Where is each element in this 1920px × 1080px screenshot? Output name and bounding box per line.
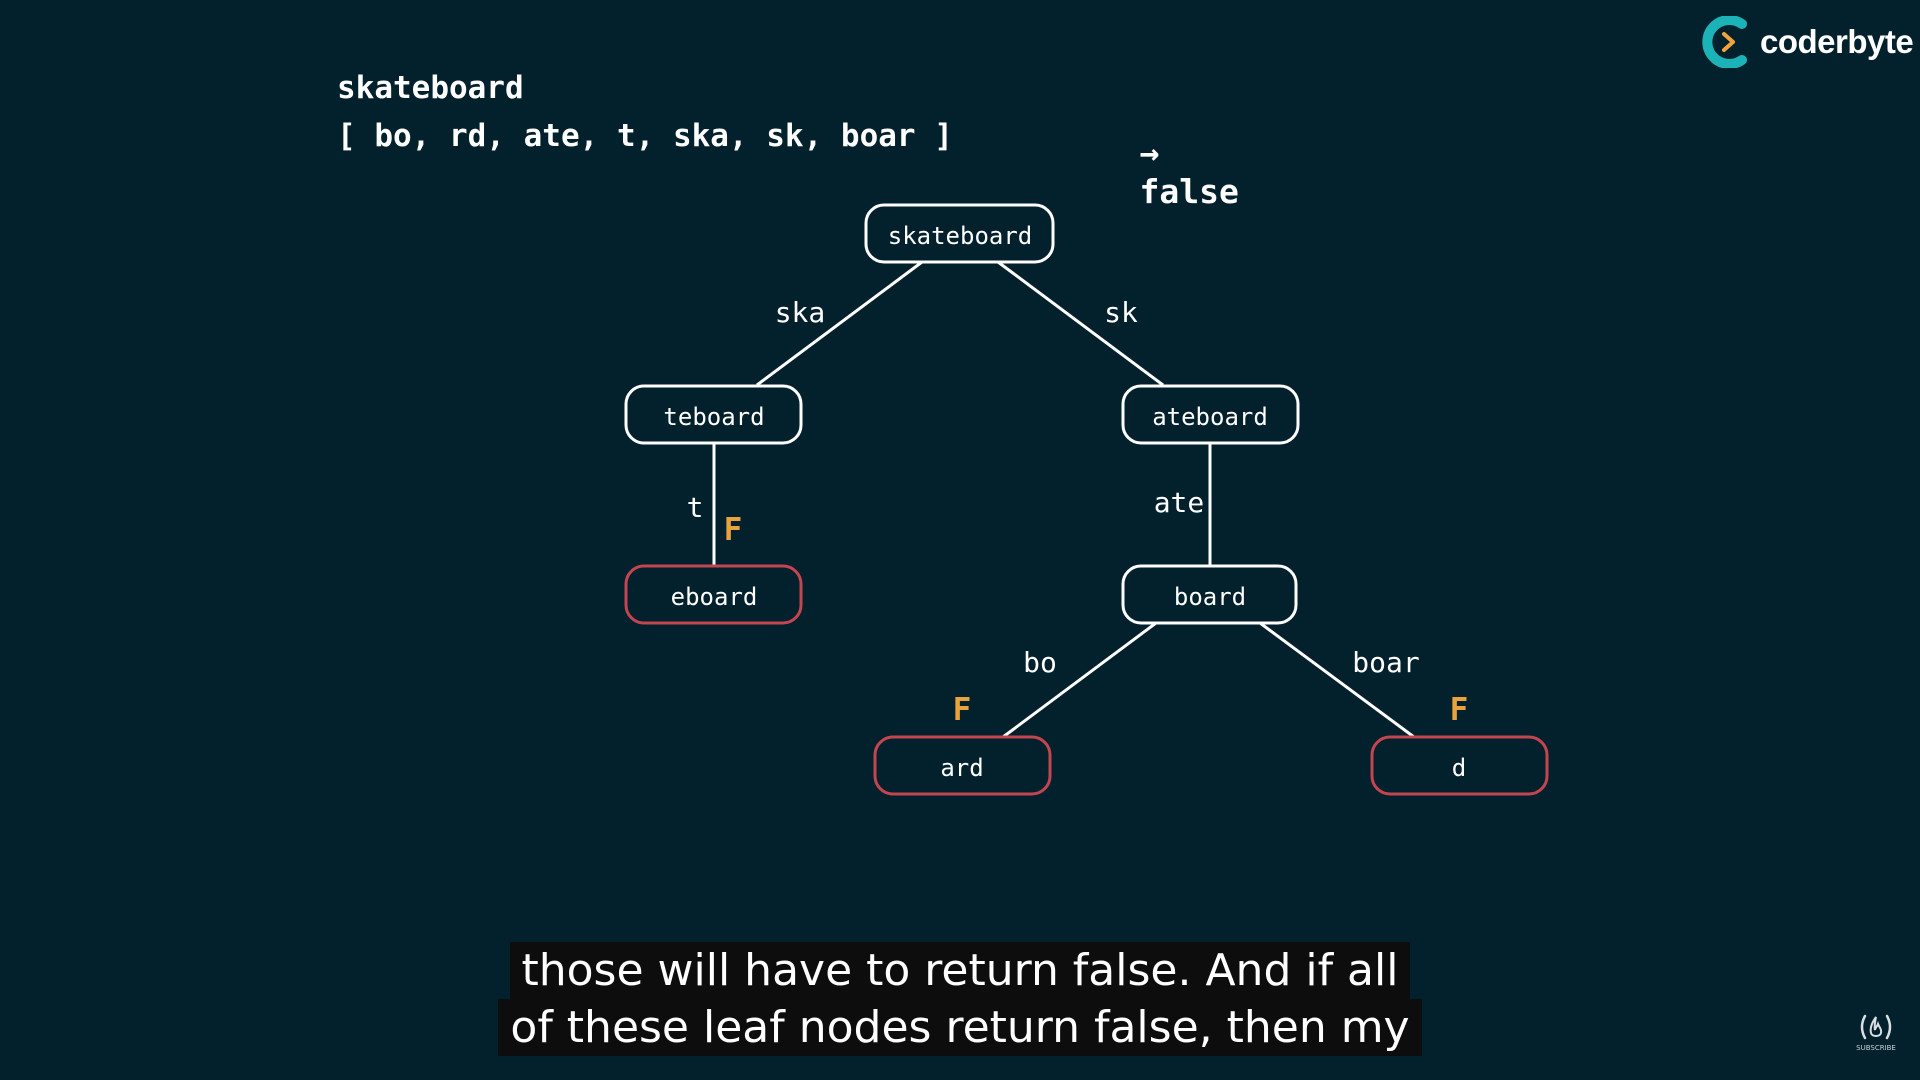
false-marker-d: F bbox=[1450, 692, 1469, 728]
edge-root-ateboard bbox=[997, 260, 1164, 387]
tree-node-skateboard: skateboard bbox=[864, 203, 1055, 264]
edge-root-teboard bbox=[756, 260, 923, 387]
node-label-ard: ard bbox=[940, 754, 983, 782]
arrow-right-icon: → bbox=[1139, 133, 1160, 172]
caption-line-2: of these leaf nodes return false, then m… bbox=[498, 999, 1422, 1056]
subtitle-captions: those will have to return false. And if … bbox=[0, 942, 1920, 1056]
tree-node-eboard: eboard bbox=[624, 564, 803, 625]
coderbyte-logo-icon bbox=[1702, 16, 1747, 68]
edge-board-ard bbox=[1002, 621, 1157, 739]
node-label-skateboard: skateboard bbox=[888, 222, 1033, 250]
tree-node-board: board bbox=[1121, 564, 1298, 625]
word-bank: [ bo, rd, ate, t, ska, sk, boar ] bbox=[337, 118, 953, 154]
node-label-board: board bbox=[1174, 583, 1246, 611]
caption-line-1: those will have to return false. And if … bbox=[509, 942, 1411, 999]
result-statement: → false bbox=[1060, 94, 1239, 250]
tree-node-ard: ard bbox=[873, 735, 1052, 796]
edge-label-bo: bo bbox=[1023, 646, 1057, 679]
result-value: false bbox=[1139, 172, 1239, 211]
false-marker-eboard: F bbox=[724, 512, 743, 548]
tree-node-d: d bbox=[1370, 735, 1549, 796]
flame-icon bbox=[1860, 1014, 1892, 1040]
tree-node-ateboard: ateboard bbox=[1121, 384, 1300, 445]
subscribe-label: SUBSCRIBE bbox=[1856, 1044, 1896, 1052]
edge-label-ska: ska bbox=[775, 296, 826, 329]
false-marker-ard: F bbox=[953, 692, 972, 728]
target-word: skateboard bbox=[337, 70, 524, 106]
node-label-d: d bbox=[1452, 754, 1466, 782]
node-label-teboard: teboard bbox=[663, 403, 764, 431]
edge-label-boar: boar bbox=[1352, 646, 1419, 679]
brand-name: coderbyte bbox=[1760, 23, 1914, 60]
node-label-ateboard: ateboard bbox=[1152, 403, 1268, 431]
node-label-eboard: eboard bbox=[671, 583, 758, 611]
edge-board-d bbox=[1259, 621, 1415, 739]
subscribe-watermark[interactable]: SUBSCRIBE bbox=[1850, 1012, 1902, 1056]
edge-label-t: t bbox=[687, 491, 704, 524]
tree-node-teboard: teboard bbox=[624, 384, 803, 445]
coderbyte-logo: coderbyte bbox=[1702, 14, 1914, 70]
edge-label-sk: sk bbox=[1104, 296, 1138, 329]
edge-label-ate: ate bbox=[1154, 486, 1205, 519]
